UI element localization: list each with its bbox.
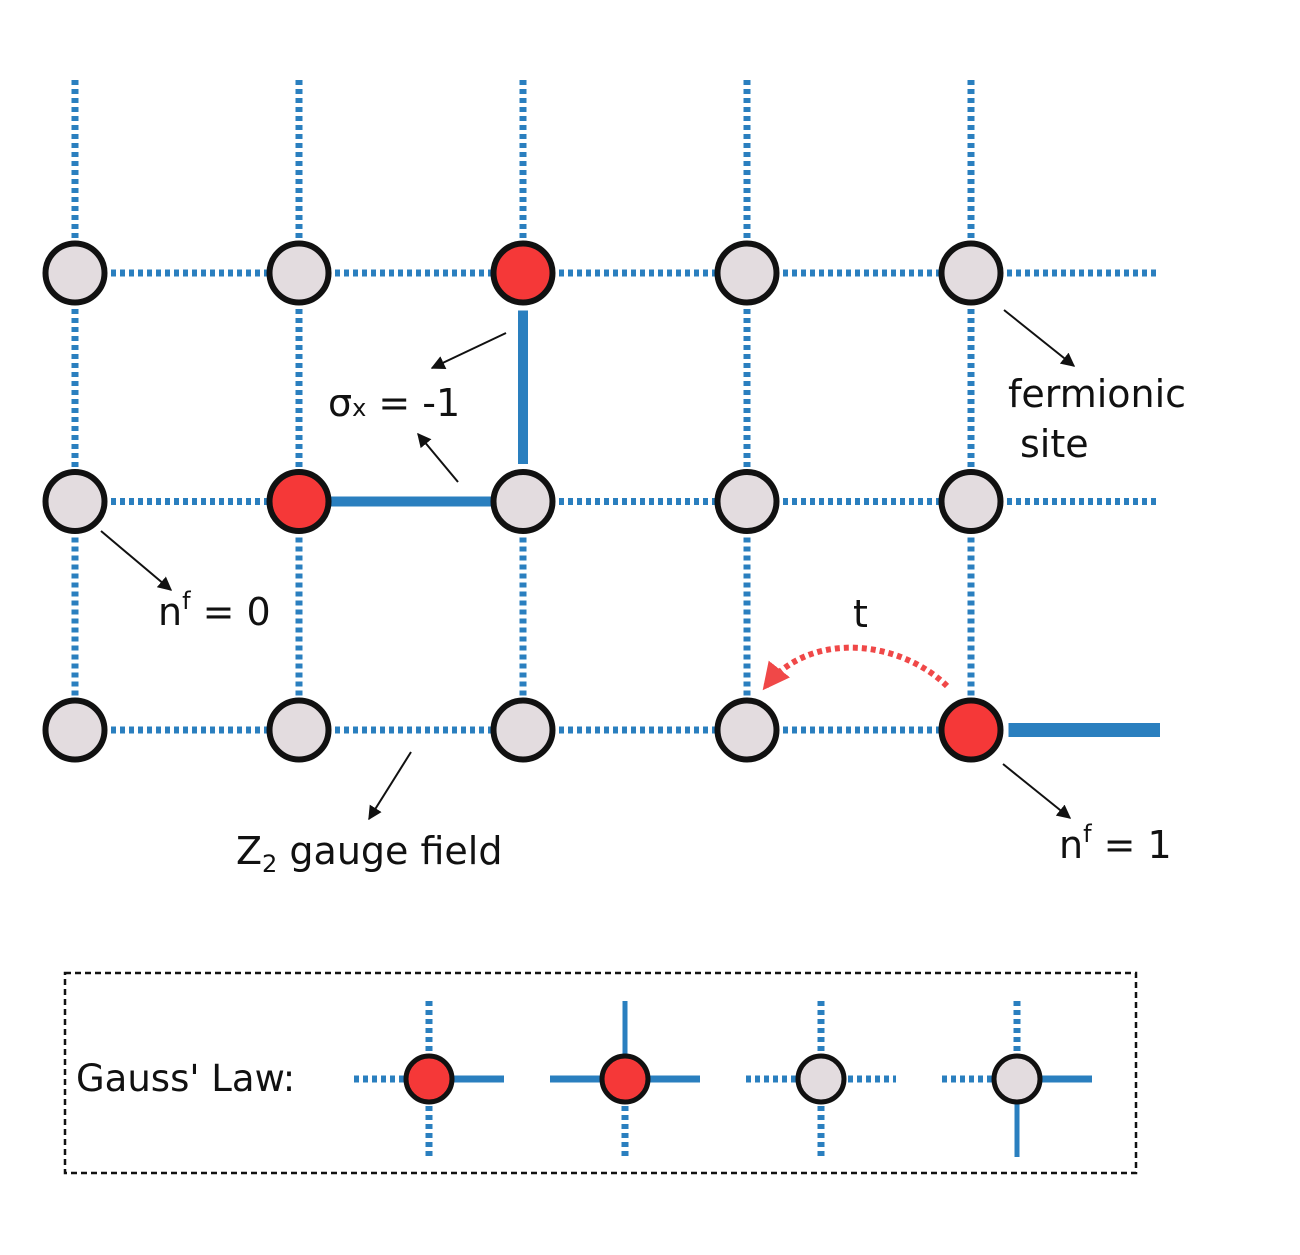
fermionic-site-empty bbox=[938, 240, 1004, 306]
fermionic-site-empty bbox=[42, 240, 108, 306]
gauss-law-config bbox=[354, 1001, 504, 1157]
legend-site-occupied bbox=[403, 1053, 455, 1105]
annotation-labels: σx = -1 fermionic site nf = 0 t Z2 gauge… bbox=[158, 372, 1186, 878]
fermionic-label-line1: fermionic bbox=[1008, 372, 1186, 416]
legend-frame bbox=[63, 971, 1138, 1175]
legend-site-occupied bbox=[599, 1053, 651, 1105]
fermionic-site-empty bbox=[266, 697, 332, 763]
sigma-label: σx = -1 bbox=[328, 381, 460, 425]
fermionic-site-empty bbox=[938, 469, 1004, 534]
nf1-label: nf = 1 bbox=[1059, 820, 1172, 867]
hopping-label: t bbox=[853, 592, 868, 636]
fermionic-site-empty bbox=[714, 469, 780, 534]
legend-site-empty bbox=[991, 1053, 1043, 1105]
fermionic-site-empty bbox=[266, 240, 332, 306]
sigma-arrow-lower bbox=[417, 432, 459, 483]
hopping-arrow bbox=[762, 644, 950, 691]
fermionic-site-arrow bbox=[1003, 309, 1076, 367]
gauss-law-config bbox=[746, 1001, 896, 1157]
fermionic-site-empty bbox=[42, 697, 108, 763]
gauss-law-config bbox=[550, 1001, 700, 1157]
nf0-label: nf = 0 bbox=[158, 587, 271, 634]
fermionic-site-empty bbox=[490, 697, 556, 763]
fermionic-label-line2: site bbox=[1020, 422, 1089, 466]
legend-site-empty bbox=[795, 1053, 847, 1105]
fermionic-site-occupied bbox=[938, 697, 1004, 763]
fermionic-site-empty bbox=[490, 469, 556, 534]
gauge-field-label: Z2 gauge field bbox=[236, 829, 502, 878]
gauss-law-legend: Gauss' Law: bbox=[63, 971, 1138, 1175]
gauge-field-arrow bbox=[368, 751, 412, 821]
fermionic-site-empty bbox=[714, 697, 780, 763]
annotation-arrows bbox=[100, 309, 1076, 821]
fermionic-site-empty bbox=[42, 469, 108, 534]
legend-title: Gauss' Law: bbox=[76, 1057, 295, 1100]
nf1-arrow bbox=[1002, 763, 1072, 819]
fermionic-site-occupied bbox=[266, 469, 332, 534]
nf0-arrow bbox=[100, 530, 173, 591]
fermionic-site-empty bbox=[714, 240, 780, 306]
gauss-law-config bbox=[942, 1001, 1092, 1157]
fermionic-site-occupied bbox=[490, 240, 556, 306]
legend-items bbox=[354, 1001, 1092, 1157]
fermionic-sites bbox=[42, 240, 1004, 763]
sigma-arrow-upper bbox=[430, 332, 507, 369]
